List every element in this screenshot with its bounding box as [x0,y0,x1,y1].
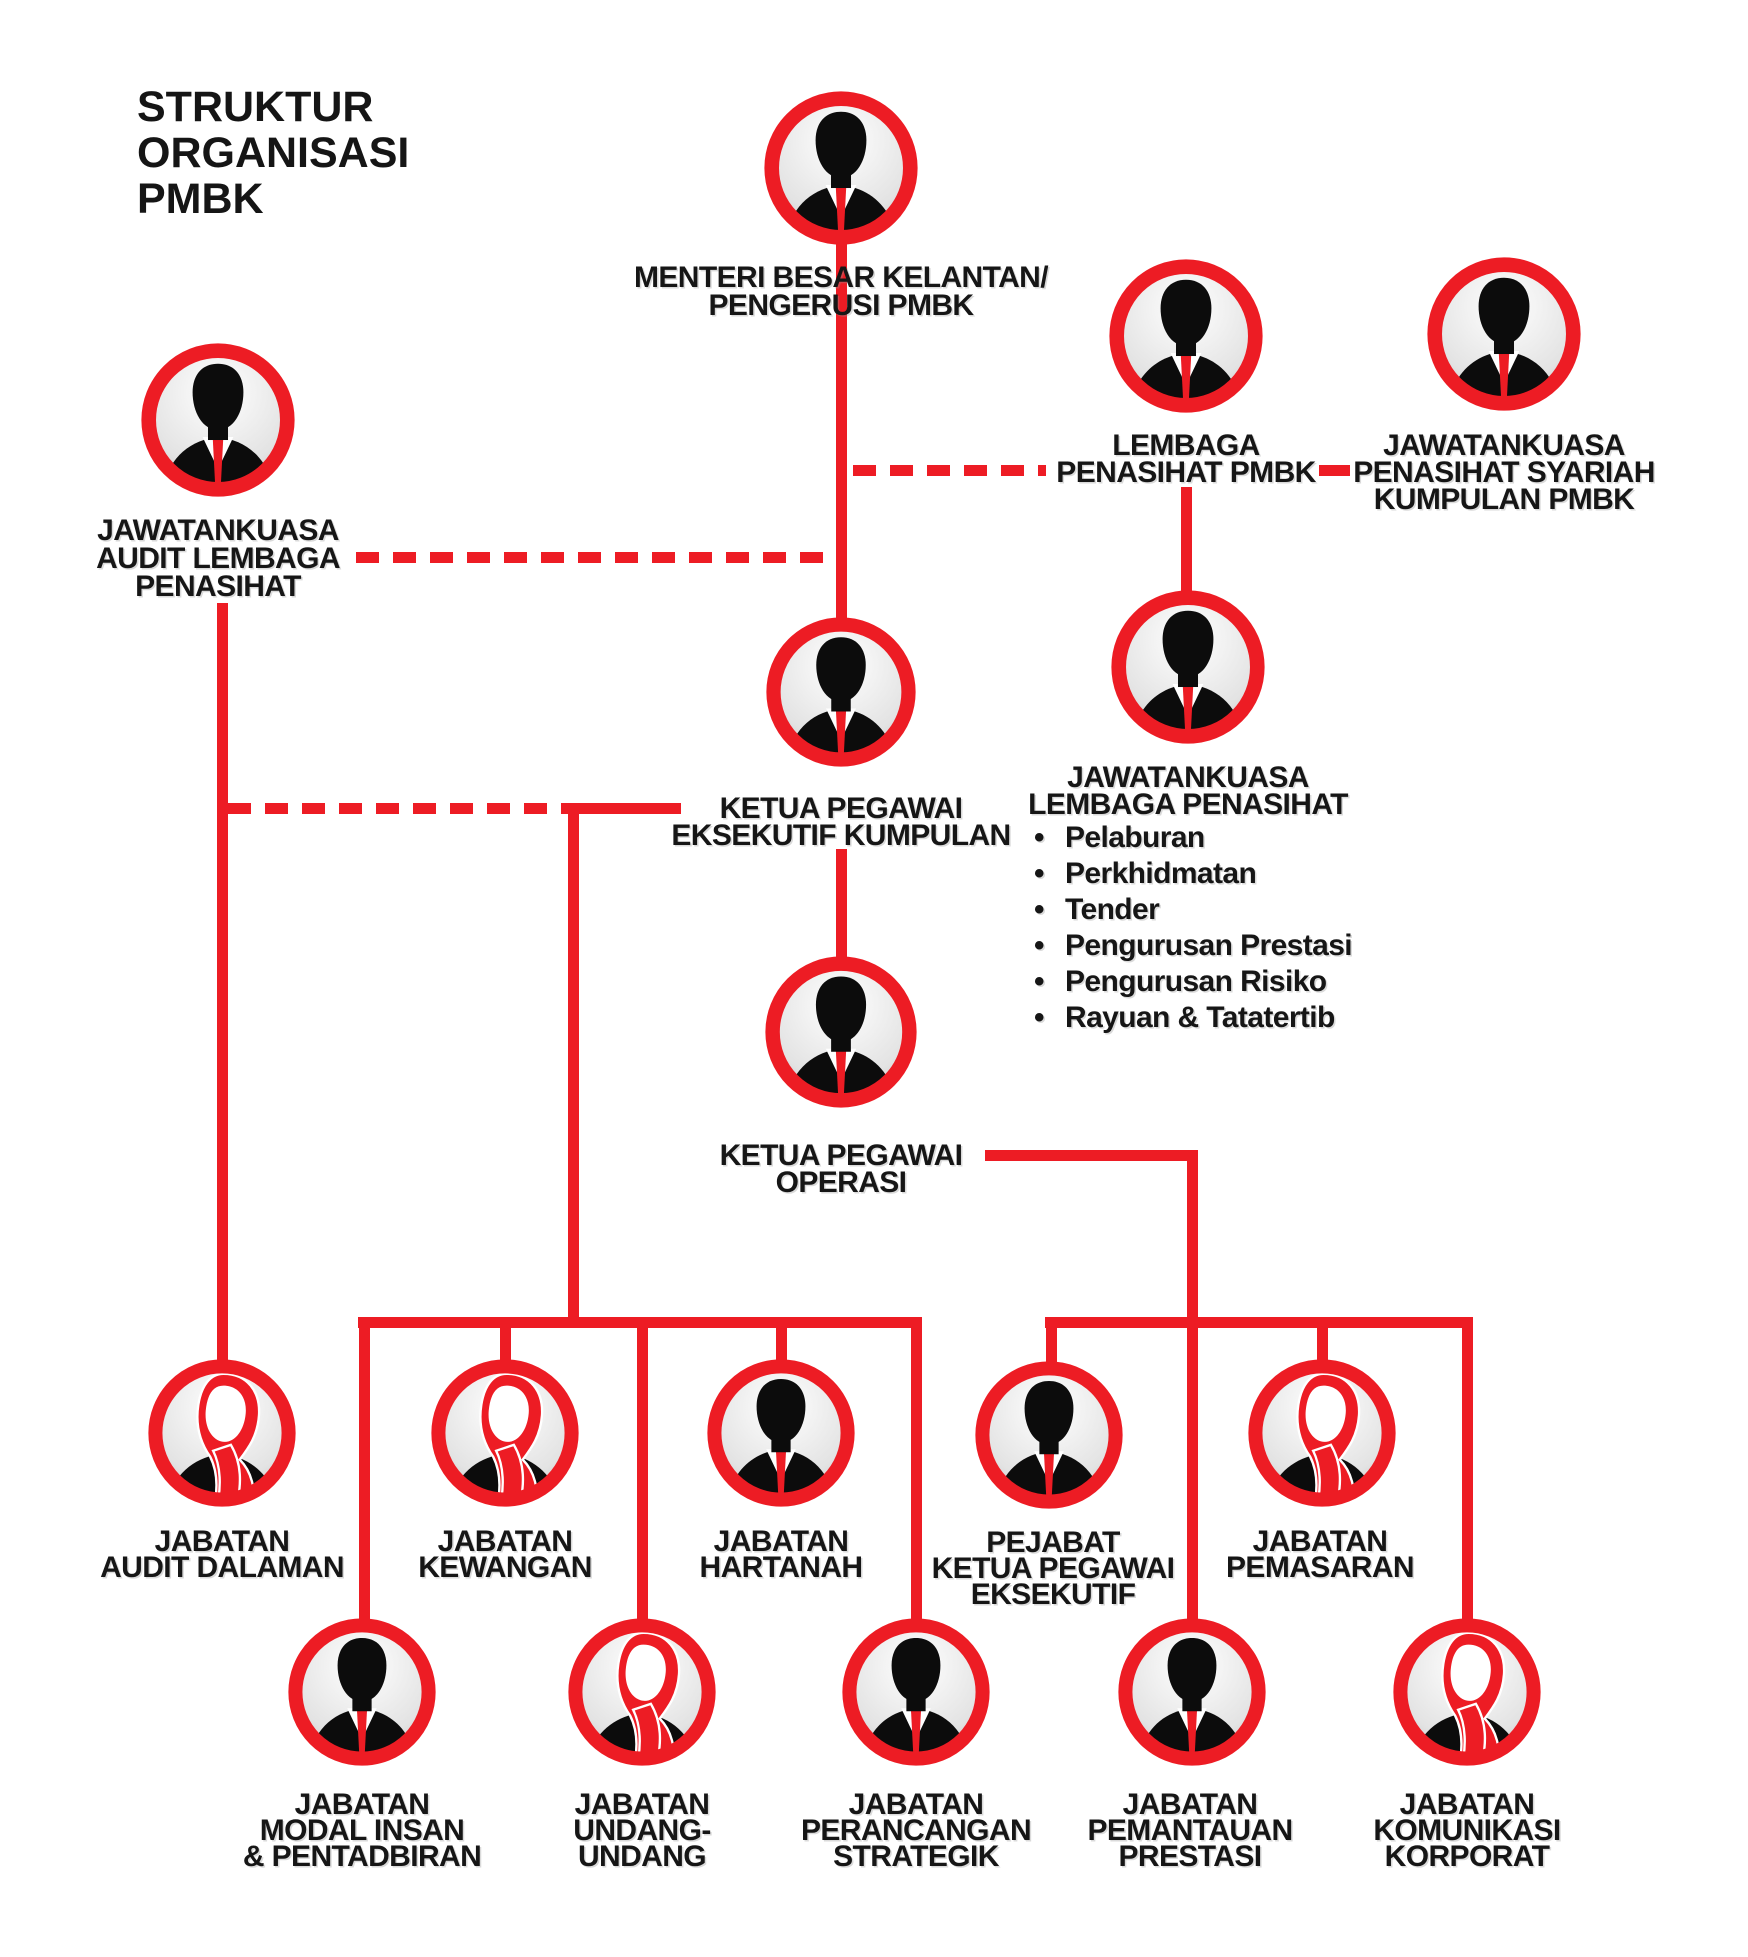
avatar-menteri [764,91,918,245]
avatar-undang-undang [568,1618,716,1766]
female-avatar-icon [148,1359,296,1507]
node-label-menteri: MENTERI BESAR KELANTAN/PENGERUSI PMBK [634,261,1049,322]
male-avatar-icon [766,617,916,767]
male-avatar-icon [764,91,918,245]
avatar-pejabat-ketua-pegawai-eksekutif [975,1361,1123,1509]
list-item: Perkhidmatan [1022,856,1352,892]
connector-drop-kewangan [499,1316,511,1362]
avatar-audit-dalaman [148,1359,296,1507]
connector-dash-lembaga-syariah [1319,464,1350,476]
connector-dashed-main-lembaga [853,464,1046,476]
avatar-jawatankuasa-audit [141,343,295,497]
connector-drop-komunikasi [1461,1316,1473,1620]
list-item: Pelaburan [1022,820,1352,856]
connector-kpo-feeder-down [1186,1149,1198,1620]
connector-drop-modal-insan [358,1316,370,1620]
male-avatar-icon [707,1359,855,1507]
connector-drop-hartanah [775,1316,787,1362]
avatar-komunikasi-korporat [1393,1618,1541,1766]
male-avatar-icon [1427,257,1581,411]
connector-drop-pejabat-kpe [1045,1316,1057,1363]
connector-lembaga-jlp [1180,487,1192,595]
connector-drop-pemasaran [1316,1316,1328,1362]
male-avatar-icon [1109,259,1263,413]
connector-menteri-kpek [835,243,847,619]
avatar-lembaga-penasihat [1109,259,1263,413]
avatar-jawatankuasa-lembaga-penasihat [1111,590,1265,744]
avatar-perancangan-strategik [842,1618,990,1766]
page-title: STRUKTUR ORGANISASI PMBK [137,83,410,223]
list-item: Rayuan & Tatatertib [1022,1000,1352,1036]
avatar-hartanah [707,1359,855,1507]
avatar-pemasaran [1248,1359,1396,1507]
female-avatar-icon [1393,1618,1541,1766]
male-avatar-icon [141,343,295,497]
list-item: Tender [1022,892,1352,928]
connector-dashed-auditline-kpek [228,802,564,814]
male-avatar-icon [1118,1618,1266,1766]
list-item: Pengurusan Risiko [1022,964,1352,1000]
avatar-penasihat-syariah [1427,257,1581,411]
connector-kpek-left-solid [561,802,681,814]
avatar-pemantauan-prestasi [1118,1618,1266,1766]
female-avatar-icon [568,1618,716,1766]
connector-drop-perancangan [910,1316,922,1620]
male-avatar-icon [975,1361,1123,1509]
list-item: Pengurusan Prestasi [1022,928,1353,964]
connector-auditjk-auditdalaman [216,603,228,1361]
avatar-ketua-pegawai-eksekutif [766,617,916,767]
male-avatar-icon [765,956,917,1108]
male-avatar-icon [842,1618,990,1766]
connector-drop-undang [636,1316,648,1620]
jlp-functions-list: Pelaburan Perkhidmatan Tender Pengurusan… [1022,820,1353,1036]
connector-right-distribution [1045,1316,1473,1328]
avatar-modal-insan [288,1618,436,1766]
avatar-kewangan [431,1359,579,1507]
male-avatar-icon [1111,590,1265,744]
connector-kpo-right [985,1149,1197,1161]
connector-dashed-auditjk-main [356,551,839,563]
avatar-ketua-pegawai-operasi [765,956,917,1108]
connector-kpek-feeder-down [567,802,579,1328]
male-avatar-icon [288,1618,436,1766]
female-avatar-icon [431,1359,579,1507]
female-avatar-icon [1248,1359,1396,1507]
connector-kpek-kpo [835,849,847,958]
